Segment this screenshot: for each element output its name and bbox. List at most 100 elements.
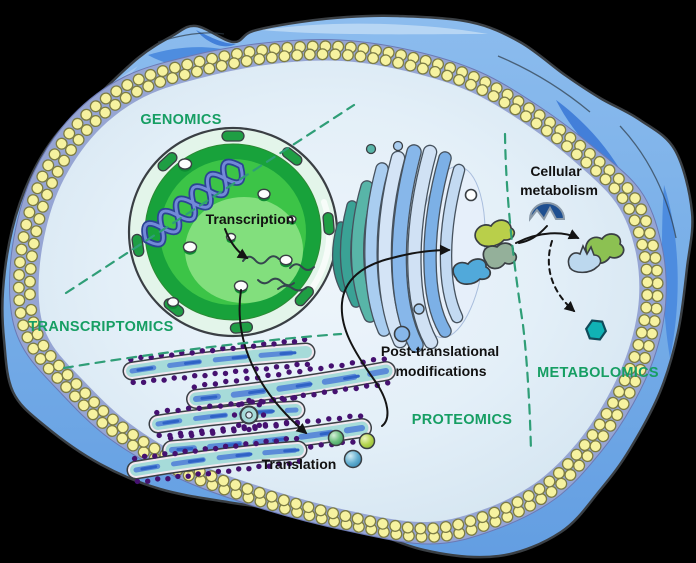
proteomics-metabolomics-divider xyxy=(503,132,533,454)
cellular-metabolism-arrow xyxy=(515,229,580,244)
ribosome-dot xyxy=(199,348,205,354)
ribosome-dot xyxy=(202,446,208,452)
envelope-connector xyxy=(294,286,314,307)
nucleus xyxy=(127,126,339,338)
ribosome-dot xyxy=(217,403,224,409)
label-proteomics: PROTEOMICS xyxy=(412,412,513,428)
envelope-connector xyxy=(221,130,245,142)
golgi-vesicle xyxy=(392,140,404,152)
ribosome-dot xyxy=(296,458,303,465)
metabolite-dashed-arrow xyxy=(547,240,576,313)
ribosome-dot xyxy=(252,425,258,431)
metabolite-hexagon-icon xyxy=(584,319,608,341)
cisterna xyxy=(392,145,423,352)
ribosome-dot xyxy=(304,361,311,368)
ribosome-dot xyxy=(155,476,161,482)
ribosome-dot xyxy=(301,336,308,343)
ribosome-dot xyxy=(286,461,293,467)
ribosome-dot xyxy=(236,422,242,428)
golgi-vesicle xyxy=(413,303,425,315)
ribosome-dot xyxy=(222,370,229,377)
ribosome-dot xyxy=(261,341,267,347)
label-translation: Translation xyxy=(262,456,337,472)
nuclear-pore xyxy=(279,254,293,266)
translation-arrow xyxy=(238,289,308,435)
cisterna xyxy=(352,181,376,322)
ribosome-dot xyxy=(161,377,167,383)
ribosome-dot xyxy=(266,463,272,469)
ribosome-dot xyxy=(300,392,306,398)
ribosome-dot xyxy=(167,435,174,441)
ribosome-dot xyxy=(195,471,201,477)
protein-processing-arrow xyxy=(340,244,451,427)
ribosome-dot xyxy=(212,445,219,452)
ribosome-dot xyxy=(326,416,332,422)
ribosome-dot xyxy=(189,350,195,356)
ribosome-dot xyxy=(210,430,216,436)
ribosome-dot xyxy=(223,378,229,385)
ribosome-dot xyxy=(226,468,232,474)
ribosome-dot xyxy=(250,343,257,349)
ribosome-dot xyxy=(283,436,289,442)
label-transcription: Transcription xyxy=(206,211,295,227)
process-arrows xyxy=(224,225,580,435)
ribosome-dot xyxy=(292,394,298,401)
ribosome-dot xyxy=(318,442,324,448)
genomics-transcriptomics-divider xyxy=(64,103,356,295)
golgi-cisternae xyxy=(331,144,466,353)
ribosome-dot xyxy=(273,364,280,370)
ribosome-dot xyxy=(297,368,303,375)
cisterna xyxy=(341,201,361,307)
ribosome-dot xyxy=(207,403,213,409)
envelope-connector xyxy=(157,152,178,172)
ribosome-dot xyxy=(293,435,300,442)
cisterna xyxy=(441,165,464,322)
ribosome-dot xyxy=(231,428,237,434)
label-ptm-line2: modifications xyxy=(395,363,486,379)
ribosome-dot xyxy=(273,438,279,444)
ribosome-dot xyxy=(205,471,212,477)
membrane-fold-line xyxy=(497,55,591,113)
ribosome-dot xyxy=(189,432,195,439)
er-ring-hole xyxy=(245,411,253,419)
ribosome-dot xyxy=(260,399,266,405)
nuclear-pore xyxy=(177,158,193,170)
ribosome-dot xyxy=(291,339,298,345)
ribosome-dot xyxy=(311,392,317,398)
translated-protein-sphere-green xyxy=(327,429,345,447)
er-lumen-dark xyxy=(134,448,300,472)
golgi-vesicle xyxy=(393,325,411,343)
ribosome-dot xyxy=(336,415,343,422)
ribosome-dot xyxy=(357,413,364,419)
lipid-head-row xyxy=(25,49,653,534)
membrane-fold-line xyxy=(157,32,225,43)
ribosome-dot xyxy=(236,402,242,408)
ribosome-dot xyxy=(347,413,353,419)
modified-protein-blob-blue xyxy=(452,258,492,285)
ribosome-dot xyxy=(175,407,181,414)
envelope-connector xyxy=(322,211,335,236)
label-cellular-metabolism-line2: metabolism xyxy=(520,182,598,198)
cisterna xyxy=(408,146,437,348)
ribosome-dot xyxy=(262,423,269,429)
ribosome-dot xyxy=(130,379,136,386)
ribosome-dot xyxy=(212,370,218,377)
ribosome-dot xyxy=(165,476,171,482)
ribosome-dot xyxy=(182,448,188,454)
ribosome-dot xyxy=(172,450,178,457)
ribosome-dot xyxy=(339,362,345,369)
ribosome-dot xyxy=(232,368,239,374)
ribosome-dot xyxy=(381,356,387,362)
ribosome-dot xyxy=(260,412,267,418)
ribosome-dot xyxy=(154,409,160,416)
ribosome-dot xyxy=(236,466,242,472)
ribosome-dot xyxy=(202,381,208,388)
enzyme-connector-line xyxy=(518,225,548,244)
ribosome-dot xyxy=(185,473,191,479)
ribosome-dot xyxy=(350,439,356,445)
ribosome-dot xyxy=(283,420,290,427)
ribosome-dot xyxy=(145,478,151,484)
er-lumen xyxy=(193,368,389,402)
ribosome-dot xyxy=(321,389,328,395)
